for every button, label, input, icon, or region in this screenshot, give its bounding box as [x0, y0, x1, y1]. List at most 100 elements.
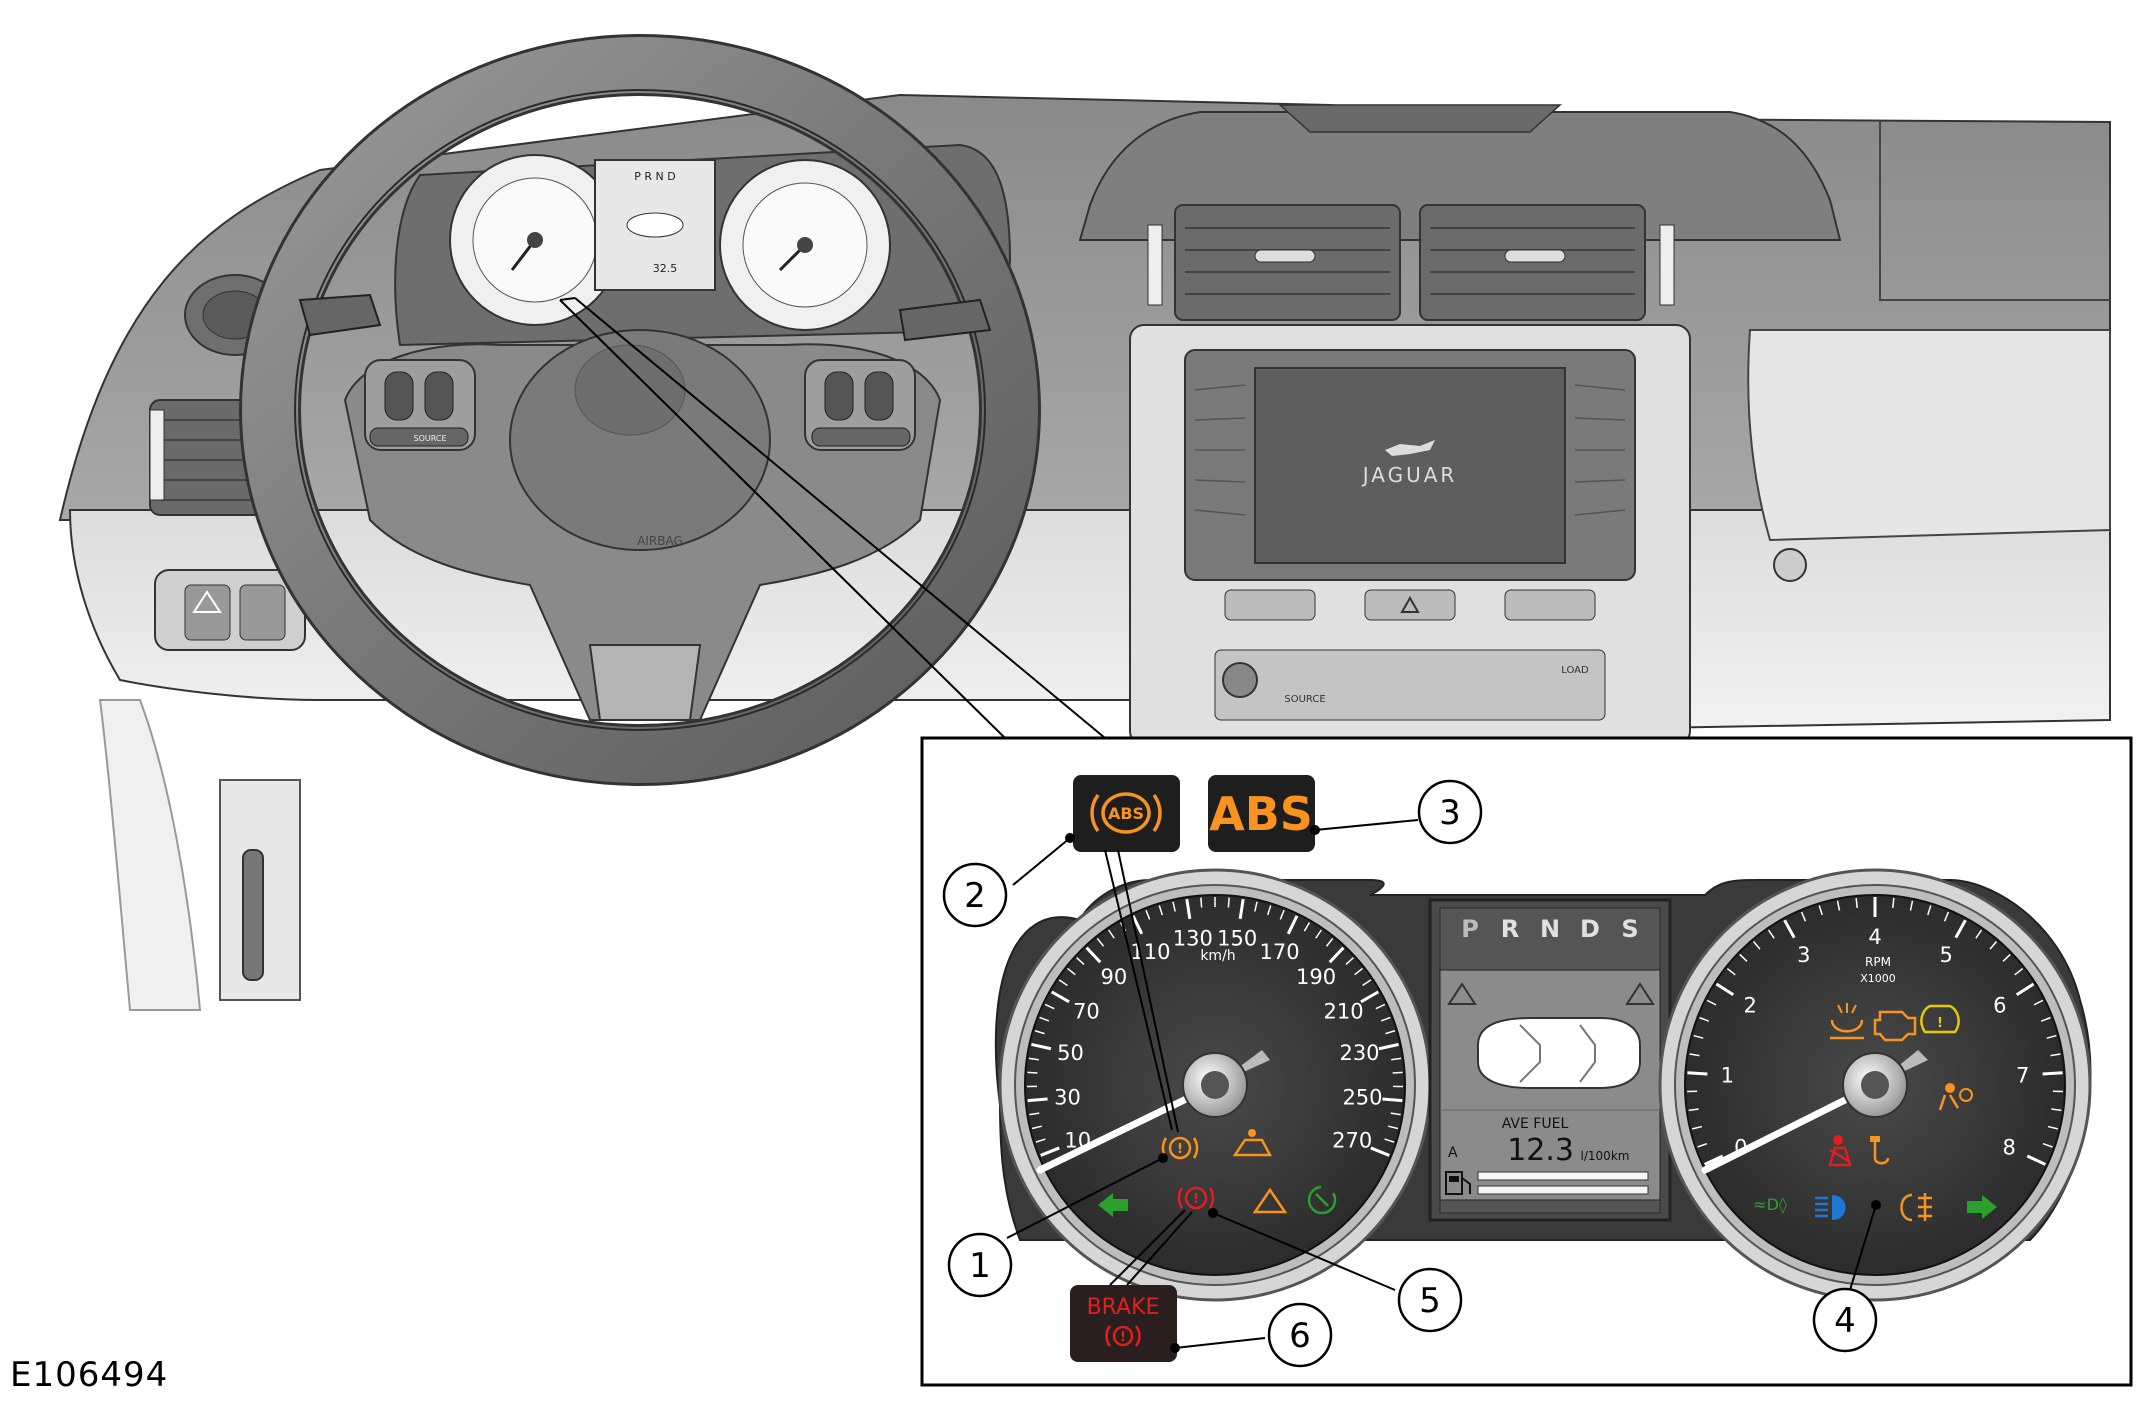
dial-tick-label: 170 [1259, 940, 1299, 964]
minor-tick [1385, 1030, 1396, 1035]
callout-number: 2 [964, 876, 986, 916]
major-tick [1238, 898, 1245, 920]
glovebox-lock [1773, 548, 1807, 582]
gear-letter: P [1461, 915, 1479, 943]
wheel-source-label: SOURCE [413, 434, 446, 443]
dial-tick-label: 70 [1073, 1000, 1100, 1024]
hazard-triangle-icon [1625, 982, 1655, 1005]
minor-tick [1752, 941, 1761, 950]
major-tick [1382, 1097, 1403, 1103]
mini-fuel-readout: 32.5 [653, 262, 678, 275]
high-beam-icon [1815, 1195, 1846, 1220]
dial-tick-label: 270 [1332, 1128, 1372, 1152]
callout-number: 4 [1834, 1301, 1856, 1341]
fuel-pump-icon [1445, 1171, 1471, 1195]
callout-2: 2 [942, 862, 1008, 928]
callout-4: 4 [1812, 1287, 1878, 1353]
svg-text:!: ! [1177, 1142, 1183, 1157]
dial-tick-label: 90 [1101, 965, 1128, 989]
minor-tick [2051, 1108, 2062, 1112]
gear-letter: S [1621, 915, 1638, 943]
minor-tick [1688, 1108, 1699, 1112]
brake-warning-icon: ! [1177, 1186, 1215, 1210]
bonnet-release-lever [242, 849, 264, 981]
gear-letter: D [1580, 915, 1600, 943]
minor-tick [1158, 905, 1163, 916]
minor-tick [2046, 1034, 2057, 1039]
minor-tick [1096, 937, 1105, 947]
minor-tick [2050, 1053, 2061, 1057]
minor-tick [1706, 999, 1717, 1006]
dial-tick-label: 7 [2016, 1063, 2029, 1087]
minor-tick [1975, 929, 1983, 939]
minor-tick [1380, 1016, 1391, 1022]
turn-signal-right-icon [1967, 1195, 1997, 1219]
minor-tick [1325, 937, 1334, 947]
major-tick [2042, 1071, 2063, 1076]
minor-tick [1028, 1057, 1039, 1061]
minor-tick [1927, 905, 1932, 916]
minor-tick [1035, 1138, 1046, 1143]
dial-tick-label: 250 [1342, 1085, 1382, 1109]
minor-tick [1076, 957, 1085, 966]
svg-text:!: ! [1193, 1192, 1199, 1207]
gear-letter: R [1501, 915, 1519, 943]
glovebox [1747, 329, 2111, 542]
mini-info-display [594, 159, 716, 291]
gearbox-warning-icon [1870, 1136, 1890, 1165]
dial-tick-label: 50 [1057, 1041, 1084, 1065]
minor-tick [1227, 897, 1230, 908]
dial-tick-label: 4 [1868, 925, 1881, 949]
dial-tick-label: 6 [1993, 993, 2006, 1017]
figure-id: E106494 [10, 1355, 169, 1395]
dial-tick-label: 210 [1324, 1000, 1364, 1024]
dial-tick-label: 2 [1743, 993, 1756, 1017]
minor-tick [2002, 953, 2011, 962]
tachometer-unit: RPM [1865, 955, 1891, 969]
hazard-switch-icon [192, 590, 222, 613]
range-bar [1477, 1185, 1649, 1195]
minor-tick [1767, 929, 1775, 939]
minor-tick [1029, 1112, 1040, 1116]
brake-badge: BRAKE ! [1070, 1285, 1177, 1362]
minor-tick [1699, 1016, 1710, 1022]
major-tick [1027, 1097, 1048, 1103]
car-top-view-icon [1477, 1017, 1641, 1089]
audio-unit [1214, 649, 1606, 721]
dial-tick-label: 150 [1217, 927, 1257, 951]
hazard-triangle-icon [1252, 1187, 1288, 1214]
major-tick [1715, 982, 1735, 996]
callout-leader-lines [1006, 819, 1877, 1349]
minor-tick [1279, 909, 1285, 920]
minor-tick [1031, 1125, 1043, 1130]
major-tick [1040, 1146, 1060, 1157]
airbag-icon [1938, 1083, 1973, 1111]
tachometer-tick-marks [1687, 897, 2063, 1166]
dial-tick-label: 1 [1721, 1063, 1734, 1087]
ave-fuel-label: AVE FUEL [1502, 1116, 1569, 1132]
minor-tick [1058, 979, 1068, 987]
power-button [1224, 589, 1316, 621]
lens-line-right [574, 297, 1106, 739]
minor-tick [1354, 967, 1363, 976]
major-tick [1954, 919, 1967, 939]
minor-tick [1693, 1034, 1704, 1039]
tyre-pressure-icon: ! [1920, 1004, 1960, 1034]
minor-tick [1689, 1053, 1700, 1057]
minor-tick [1039, 1016, 1050, 1022]
minor-tick [2040, 1016, 2051, 1022]
minor-tick [1855, 897, 1858, 908]
dial-tick-label: 130 [1173, 927, 1213, 951]
glow-plug-icon [1830, 1003, 1864, 1040]
dial-tick-label: 30 [1054, 1085, 1081, 1109]
callout-number: 6 [1289, 1316, 1311, 1356]
turn-signal-left-icon [1098, 1193, 1128, 1217]
minor-tick [1200, 897, 1203, 908]
left-paddle [298, 293, 382, 337]
minor-tick [1027, 1071, 1038, 1074]
minor-tick [1345, 957, 1354, 966]
minor-tick [1697, 1142, 1708, 1148]
dial-tick-label: 5 [1939, 943, 1952, 967]
major-tick [1185, 898, 1192, 920]
